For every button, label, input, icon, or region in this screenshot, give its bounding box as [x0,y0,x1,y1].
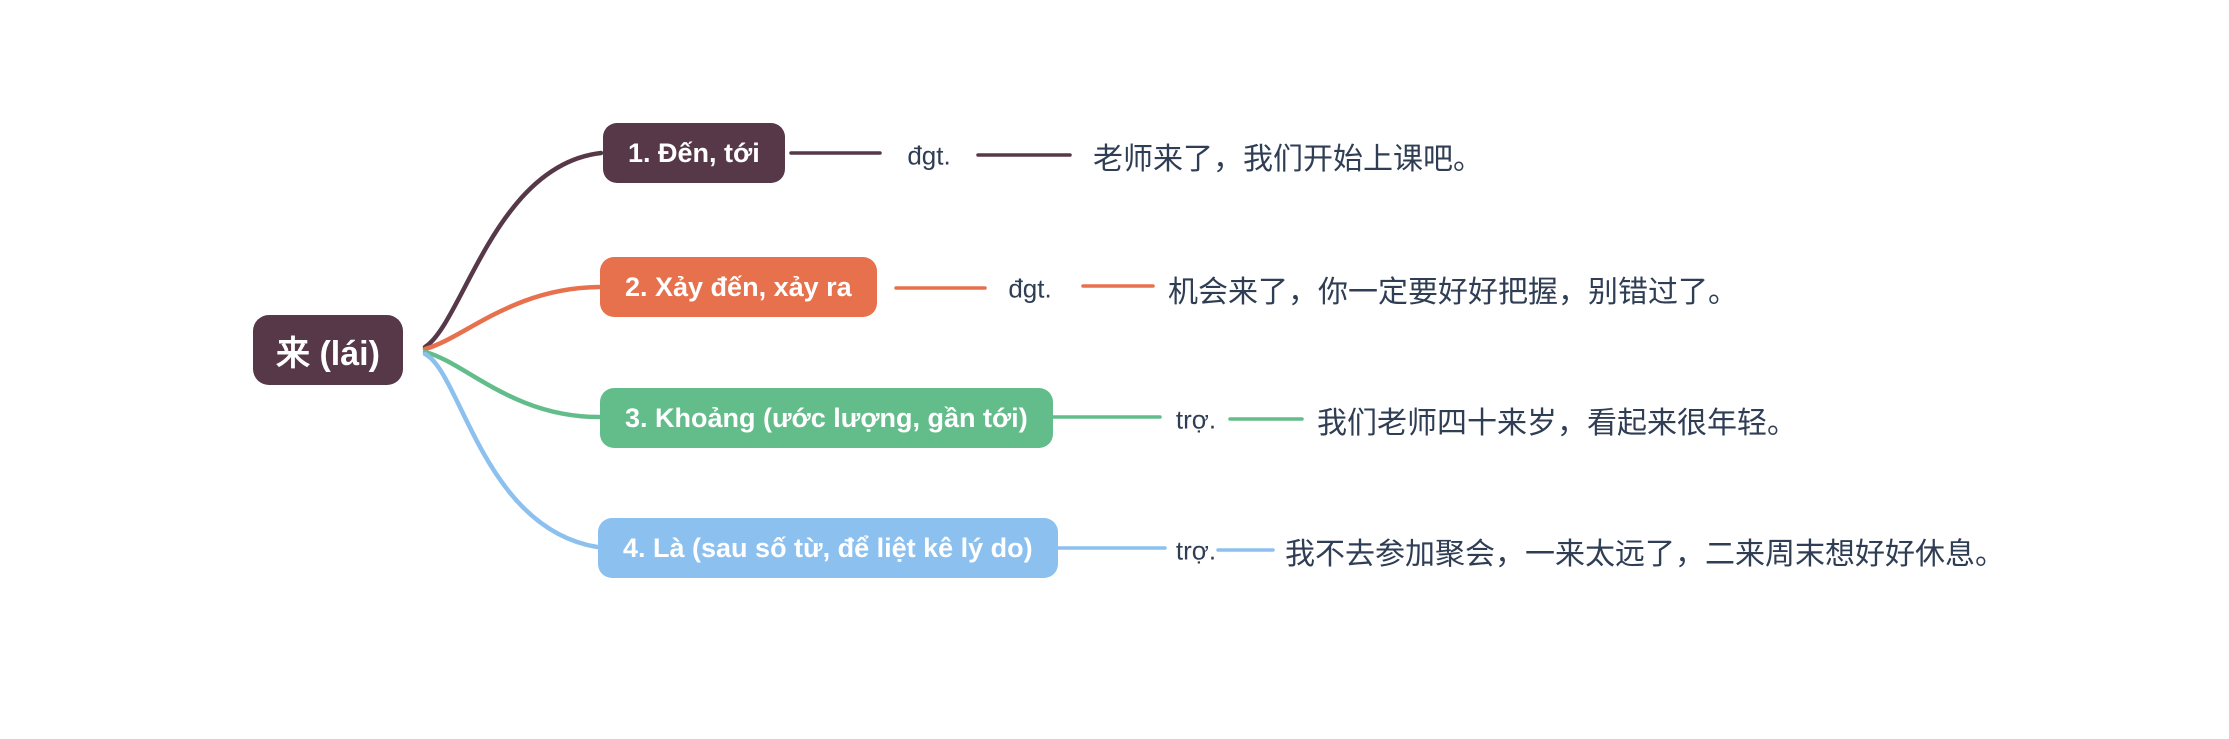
example-text-3[interactable]: 我们老师四十来岁，看起来很年轻。 [1317,407,1797,440]
root-node[interactable]: 来 (lái) [253,315,403,385]
branch-node-2[interactable]: 2. Xảy đến, xảy ra [600,257,877,317]
branch-node-3[interactable]: 3. Khoảng (ước lượng, gần tới) [600,388,1053,448]
branch-curve-1 [422,150,604,350]
branch-curve-3 [422,349,602,420]
example-text-2[interactable]: 机会来了，你一定要好好把握，别错过了。 [1168,276,1738,309]
example-text-4[interactable]: 我不去参加聚会，一来太远了，二来周末想好好休息。 [1285,538,2005,571]
example-text-1[interactable]: 老师来了，我们开始上课吧。 [1093,143,1483,176]
branch-curve-2 [422,284,602,352]
pos-label-3[interactable]: trợ. [1175,404,1217,435]
pos-label-1[interactable]: đgt. [907,140,951,171]
branch-node-1[interactable]: 1. Đến, tới [603,123,785,183]
branch-node-4[interactable]: 4. Là (sau số từ, để liệt kê lý do) [598,518,1058,578]
pos-label-4[interactable]: trợ. [1175,535,1217,566]
branch-curve-4 [422,351,600,550]
pos-label-2[interactable]: đgt. [1008,273,1052,304]
